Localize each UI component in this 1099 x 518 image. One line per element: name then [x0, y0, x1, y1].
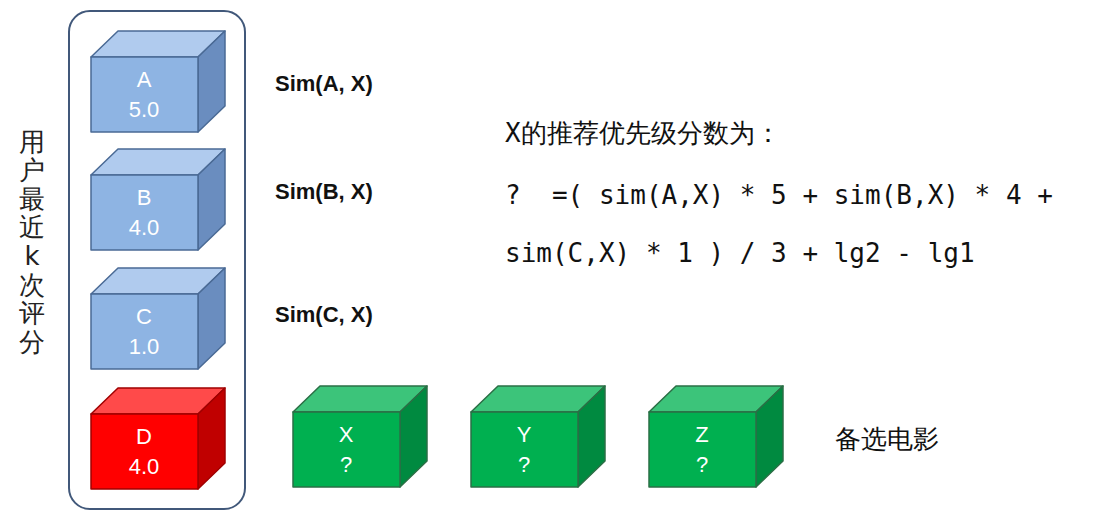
movie-name: B [137, 183, 152, 213]
similarity-label: Sim(A, X) [275, 71, 373, 97]
formula-text: ? =( sim(A,X) * 5 + sim(B,X) * 4 + sim(C… [505, 166, 1069, 282]
cube-shape [648, 385, 784, 488]
movie-cube: A5.0 [90, 30, 226, 133]
recent-ratings-group: 用户最近k次评分A5.0B4.0C1.0D4.0 [68, 10, 246, 510]
movie-rating: 4.0 [129, 213, 160, 243]
movie-name: Z [695, 420, 708, 450]
cube-shape [470, 385, 606, 488]
similarity-label: Sim(B, X) [275, 179, 373, 205]
cube-face: C1.0 [90, 294, 198, 369]
similarity-label: Sim(C, X) [275, 302, 373, 328]
candidate-label: 备选电影 [835, 422, 939, 457]
movie-rating: 4.0 [129, 452, 160, 482]
cube-face: Y? [470, 412, 578, 487]
group-heading: 用户最近k次评分 [19, 128, 45, 357]
cube-face: Z? [648, 412, 756, 487]
movie-name: A [137, 65, 152, 95]
cube-face: A5.0 [90, 57, 198, 132]
movie-cube: D4.0 [90, 387, 226, 490]
movie-cube: B4.0 [90, 148, 226, 251]
movie-name: C [136, 302, 152, 332]
movie-cube: X? [292, 385, 428, 488]
movie-rating: 1.0 [129, 332, 160, 362]
movie-name: Y [517, 420, 532, 450]
movie-cube: C1.0 [90, 267, 226, 370]
movie-name: D [136, 422, 152, 452]
movie-rating: ? [696, 450, 708, 480]
formula-heading: X的推荐优先级分数为： [505, 116, 781, 151]
cube-face: X? [292, 412, 400, 487]
movie-rating: ? [340, 450, 352, 480]
movie-cube: Z? [648, 385, 784, 488]
cube-shape [292, 385, 428, 488]
movie-rating: ? [518, 450, 530, 480]
cube-face: B4.0 [90, 175, 198, 250]
movie-cube: Y? [470, 385, 606, 488]
movie-rating: 5.0 [129, 95, 160, 125]
cube-face: D4.0 [90, 414, 198, 489]
movie-name: X [339, 420, 354, 450]
